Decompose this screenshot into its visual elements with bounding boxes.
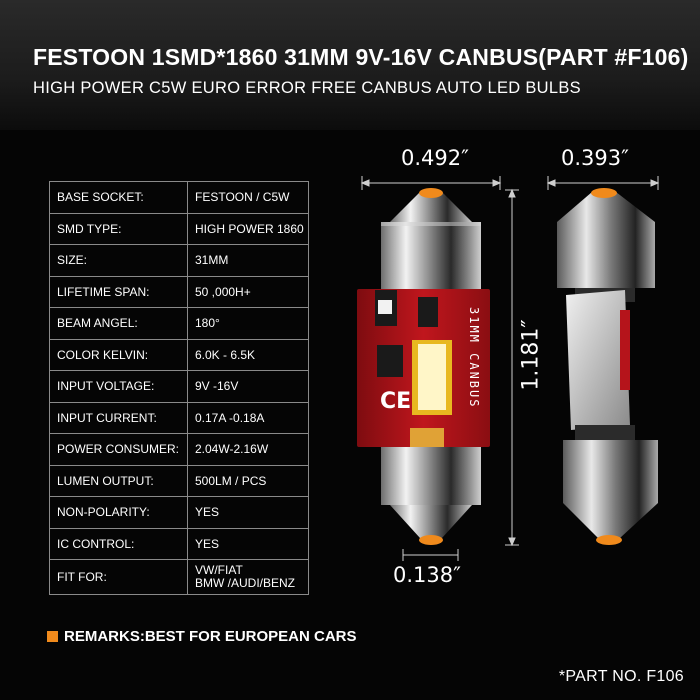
spec-row: BASE SOCKET:FESTOON / C5W: [49, 181, 309, 214]
spec-row: IC CONTROL:YES: [49, 527, 309, 560]
remarks-text: REMARKS:BEST FOR EUROPEAN CARS: [64, 628, 357, 645]
spec-value: 0.17A -0.18A: [187, 401, 309, 434]
spec-label: SMD TYPE:: [49, 212, 188, 245]
pcb-label-text: 31MM CANBUS: [467, 307, 481, 408]
heatsink-plate: [566, 290, 630, 430]
depth-dimension-line: [546, 176, 660, 190]
spec-value-line: VW/FIAT: [195, 563, 243, 577]
spec-row: SMD TYPE:HIGH POWER 1860: [49, 212, 309, 245]
spec-row: INPUT CURRENT:0.17A -0.18A: [49, 401, 309, 434]
page-title: FESTOON 1SMD*1860 31MM 9V-16V CANBUS(PAR…: [33, 44, 689, 70]
bulb-front-view: CE 31MM CANBUS: [357, 188, 490, 545]
orange-tip-bottom: [419, 535, 443, 545]
spec-row: NON-POLARITY:YES: [49, 496, 309, 529]
spec-value: 31MM: [187, 244, 309, 277]
spec-label: INPUT VOLTAGE:: [49, 370, 188, 403]
spec-label: NON-POLARITY:: [49, 496, 188, 529]
remarks-note: REMARKS:BEST FOR EUROPEAN CARS: [47, 628, 357, 645]
spec-row: INPUT VOLTAGE:9V -16V: [49, 370, 309, 403]
page-subtitle: HIGH POWER C5W EURO ERROR FREE CANBUS AU…: [33, 79, 581, 97]
spec-label: BEAM ANGEL:: [49, 307, 188, 340]
bulb-side-view: [557, 188, 658, 545]
length-dimension-line: [505, 188, 519, 547]
spec-row: SIZE:31MM: [49, 244, 309, 277]
header-band: [0, 0, 700, 130]
spec-value: 2.04W-2.16W: [187, 433, 309, 466]
spec-label: FIT FOR:: [49, 559, 188, 595]
spec-label: BASE SOCKET:: [49, 181, 188, 214]
spec-value: 180°: [187, 307, 309, 340]
ce-mark-text: CE: [380, 389, 411, 414]
spec-label: LIFETIME SPAN:: [49, 275, 188, 308]
orange-square-icon: [47, 631, 58, 642]
spec-value: YES: [187, 527, 309, 560]
spec-row: POWER CONSUMER:2.04W-2.16W: [49, 433, 309, 466]
spec-label: LUMEN OUTPUT:: [49, 464, 188, 497]
depth-dimension-label: 0.393″: [561, 146, 629, 170]
orange-tip-top: [419, 188, 443, 198]
spec-label: COLOR KELVIN:: [49, 338, 188, 371]
orange-tip-side-top: [591, 188, 617, 198]
spec-row: BEAM ANGEL:180°: [49, 307, 309, 340]
spec-table: BASE SOCKET:FESTOON / C5W SMD TYPE:HIGH …: [49, 181, 309, 595]
orange-tip-side-bottom: [596, 535, 622, 545]
length-dimension-label: 1.181″: [518, 319, 544, 391]
width-dimension-label: 0.492″: [401, 146, 469, 170]
spec-value-line: BMW /AUDI/BENZ: [195, 576, 296, 590]
spec-value: FESTOON / C5W: [187, 181, 309, 214]
part-number: *PART NO. F106: [558, 668, 684, 685]
tip-dimension-line: [402, 549, 459, 561]
tip-dimension-label: 0.138″: [393, 563, 461, 587]
width-dimension-line: [360, 176, 502, 190]
spec-label: INPUT CURRENT:: [49, 401, 188, 434]
